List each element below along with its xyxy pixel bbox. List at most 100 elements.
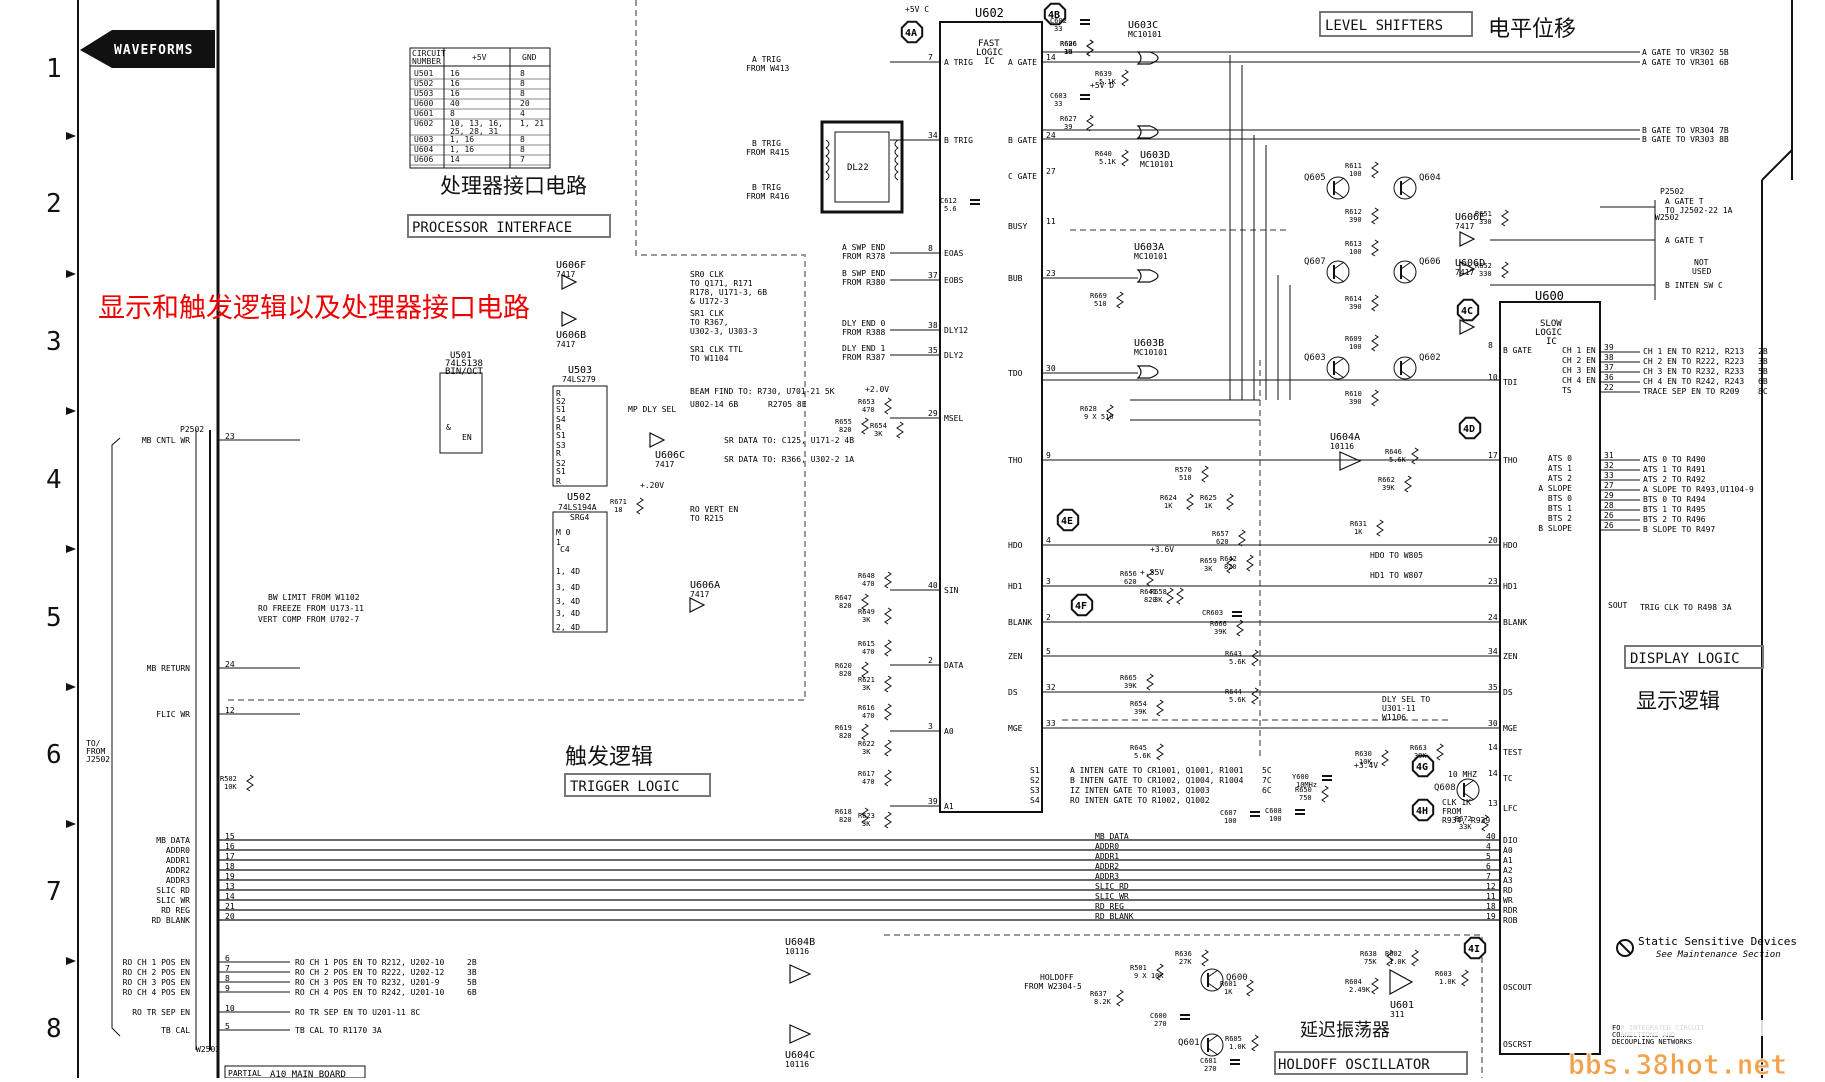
signal-dest: A SLOPE TO R493,U1104-9 [1643,485,1754,494]
row-number: 3 [46,327,62,357]
gate-part: MC10101 [1134,348,1168,357]
transistor-lead [1207,1047,1219,1056]
gate-part: 7417 [655,460,674,469]
resistor-value: 820 [1144,596,1157,604]
chip-part: 74LS138 [445,359,483,369]
s-label: S2 [1030,776,1040,785]
resistor-zigzag [1501,209,1509,227]
mp-dly-label: MP DLY SEL [628,405,676,414]
transistor-body [1456,778,1480,802]
b-trig2-label: B TRIG [752,183,781,192]
table-cell: U606 [414,155,433,164]
signal-dest: ATS 2 TO R492 [1643,475,1706,484]
transistor-lead [1400,357,1412,366]
resistor-value: 330 [1479,218,1492,226]
bus-label: ADDR3 [166,876,190,885]
resistor-name: R650 [1295,786,1312,794]
resistor-value: 2.49K [1349,986,1371,994]
svg-text:S1: S1 [556,405,566,414]
bus-pin: 18 [1486,902,1496,911]
resistor-value: 820 [839,732,852,740]
chip-u502: U502 74LS194A SRG4 1, 4D3, 4D3, 4D 3, 4D… [552,492,608,633]
resistor-zigzag [1461,969,1469,987]
bus-pin: 17 [225,852,235,861]
row-number: 4 [46,465,62,495]
pin-label: ZEN [1008,652,1023,661]
resistor-value: 1K [1204,502,1213,510]
transistor-lead [1333,261,1345,270]
resistor-name: R624 [1160,494,1177,502]
pin-number: 7 [928,53,933,62]
ro-vert-label: RO VERT EN [690,505,738,514]
pin-label: MSEL [944,414,963,423]
board-label: A10 MAIN BOARD [270,1070,346,1078]
resistor-value: 39K [1134,708,1147,716]
resistor-name: R613 [1345,240,1362,248]
pin-number: 27 [1604,481,1614,490]
bus-label: SLIC WR [156,896,190,905]
pin-number: 39 [1604,343,1614,352]
ref-octagon [1411,798,1435,822]
gate-part: 10116 [785,1060,809,1069]
ref-octagon [1456,298,1480,322]
signal-dest: ATS 1 TO R491 [1643,465,1706,474]
resistor-zigzag [1501,261,1509,279]
bus-label: MB DATA [156,836,190,845]
resistor-name: R669 [1090,292,1107,300]
pin-label: BLANK [1008,618,1032,627]
table-cell: 8 [520,145,525,154]
waveforms-arrow[interactable]: WAVEFORMS [80,30,215,68]
pin-label: CH 3 EN [1562,366,1596,375]
resistor-value: 100 [1349,248,1362,256]
resistor-name: R662 [1378,476,1395,484]
resistor-name: R672 [1455,815,1472,823]
capacitor-name: C607 [1220,809,1237,817]
chip-sub: FAST [978,39,1000,49]
resistor-zigzag [1371,334,1379,352]
holdoff-cn: 延迟振荡器 [1300,1020,1390,1041]
s-label: S1 [1030,766,1040,775]
resistor-name: R619 [835,724,852,732]
transistor-lead [1463,792,1475,801]
resistor-name: R649 [858,608,875,616]
resistor-name: R623 [858,812,875,820]
pin-label: A TRIG [944,58,973,67]
table-header: GND [522,53,537,62]
pin-number: 37 [1604,363,1614,372]
resistor-value: 3K [874,430,883,438]
pin-label: DS [1503,688,1513,697]
resistor-zigzag [1121,149,1129,167]
pin-number: 5 [1046,647,1051,656]
resistor-value: 820 [839,670,852,678]
transistor-label: Q602 [1419,353,1441,363]
sr0-label: R178, U171-3, 6B [690,288,767,297]
voltage-label: +3.4V [1354,761,1378,770]
dly1-label: DLY END 1 [842,344,886,353]
pin-number: 39 [928,797,938,806]
pin-number: 13 [1488,799,1498,808]
b-swp-label: B SWP END [842,269,886,278]
pin-label: ZEN [1503,652,1518,661]
row-number: 1 [46,54,62,84]
pin-number: 22 [1604,383,1614,392]
bus-label: ADDR2 [1095,862,1119,871]
signal-dest: RO CH 4 POS EN TO R242, U201-10 [295,988,444,997]
transistor-lead [1333,274,1345,283]
gate-part: 10116 [785,947,809,956]
bus-pin: 6 [1486,862,1491,871]
resistor-name: R605 [1225,1035,1242,1043]
sr1ttl-label: TO W1104 [690,354,729,363]
svg-text:R: R [556,423,561,432]
chip-sub: LOGIC [1535,328,1562,338]
gate-label: U603C [1128,20,1158,31]
pin-number: 8 [928,244,933,253]
pin-number: 9 [225,984,230,993]
resistor-zigzag [1156,963,1164,981]
resistor-value: 5.6K [1389,456,1407,464]
pin-number: 6 [225,954,230,963]
ref-octagon-label: 4F [1075,601,1087,612]
pin-number: 40 [928,581,938,590]
resistor-zigzag [884,571,892,589]
resistor-name: R659 [1200,557,1217,565]
